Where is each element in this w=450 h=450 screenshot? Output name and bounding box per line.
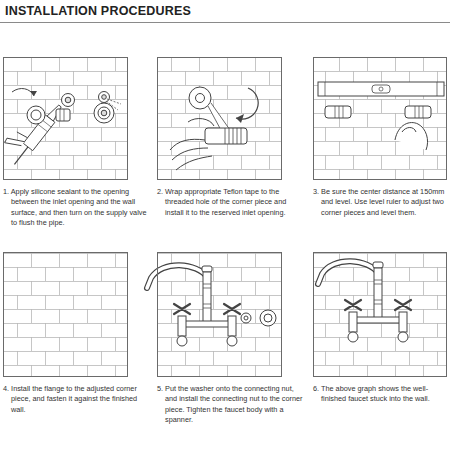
- caption-block: 4. Install the flange to the adjusted co…: [3, 384, 149, 415]
- washer-hole: [244, 316, 248, 320]
- tape-core: [196, 94, 205, 103]
- step1-art: [0, 92, 121, 169]
- hand-fingers: [170, 139, 212, 170]
- step3-art: [318, 82, 444, 150]
- faucet: [318, 261, 411, 342]
- caption-block: 5. Put the washer onto the connecting nu…: [157, 384, 303, 426]
- brick-wall: [3, 252, 128, 377]
- page-title: INSTALLATION PROCEDURES: [5, 4, 191, 18]
- corner-piece: [56, 109, 70, 121]
- thread-lines: [415, 106, 423, 118]
- brick-wall: [157, 57, 282, 180]
- thread-lines: [60, 109, 64, 121]
- flange: [260, 310, 276, 326]
- washer: [241, 313, 251, 323]
- corner-piece: [405, 106, 431, 118]
- plunger-rod: [14, 147, 28, 164]
- brick-wall: [313, 57, 447, 180]
- step-panel: 1. Apply silicone sealant to the opening…: [3, 57, 128, 180]
- brick-wall: [157, 252, 282, 377]
- flange-hole: [31, 110, 41, 120]
- inlet-hole: [102, 95, 107, 100]
- caption-block: 6. The above graph shows the well-finish…: [313, 384, 448, 405]
- thread-lines: [225, 128, 241, 144]
- brick-wall: [313, 252, 447, 377]
- caulk-gun: [0, 92, 65, 168]
- step2-art: [170, 87, 258, 170]
- brick-wall: [3, 57, 128, 180]
- flange-hole: [264, 314, 272, 322]
- corner-piece: [205, 128, 247, 144]
- flange-ring: [98, 107, 110, 119]
- flange: [94, 103, 114, 123]
- step-caption: 5. Put the washer onto the connecting nu…: [157, 384, 303, 426]
- step-panel: 2. Wrap appropriate Teflon tape to the t…: [157, 57, 282, 180]
- caption-block: 2. Wrap appropriate Teflon tape to the t…: [157, 187, 303, 218]
- caption-block: 1. Apply silicone sealant to the opening…: [3, 187, 149, 229]
- step4-art: [12, 89, 114, 124]
- inlet-hole: [65, 97, 71, 103]
- inlet-ring: [99, 92, 110, 103]
- hand-thumb: [188, 119, 214, 126]
- hand: [395, 123, 428, 150]
- step-caption: 4. Install the flange to the adjusted co…: [3, 384, 149, 415]
- step-caption: 2. Wrap appropriate Teflon tape to the t…: [157, 187, 303, 218]
- step6-art: [318, 261, 411, 342]
- step-panel: 5. Put the washer onto the connecting nu…: [157, 252, 282, 377]
- step-caption: 1. Apply silicone sealant to the opening…: [3, 187, 149, 229]
- level-ruler: [318, 82, 444, 96]
- corner-piece: [325, 106, 351, 118]
- gun-handle: [4, 128, 28, 152]
- level-bubble: [379, 87, 383, 91]
- step-caption: 6. The above graph shows the well-finish…: [313, 384, 448, 405]
- thread-lines: [335, 106, 343, 118]
- step-panel: 3. Be sure the center distance at 150mm …: [313, 57, 447, 180]
- step-caption: 3. Be sure the center distance at 150mm …: [313, 187, 448, 218]
- step-panel: 6. The above graph shows the well-finish…: [313, 252, 447, 377]
- title-rule: [0, 22, 450, 23]
- step5-art: [147, 265, 276, 346]
- inlet-ring: [62, 94, 75, 107]
- flange: [27, 106, 45, 124]
- arrow-head: [236, 114, 244, 123]
- ruler-ends: [325, 82, 437, 96]
- caption-block: 3. Be sure the center distance at 150mm …: [313, 187, 448, 218]
- motion-arrow: [12, 89, 34, 96]
- level-vial: [372, 85, 390, 93]
- faucet: [147, 265, 240, 346]
- flange-hole: [101, 110, 107, 116]
- step-panel: 4. Install the flange to the adjusted co…: [3, 252, 128, 377]
- arrow-head: [30, 91, 37, 96]
- tape-roll: [189, 87, 211, 109]
- turn-arrow: [236, 88, 258, 119]
